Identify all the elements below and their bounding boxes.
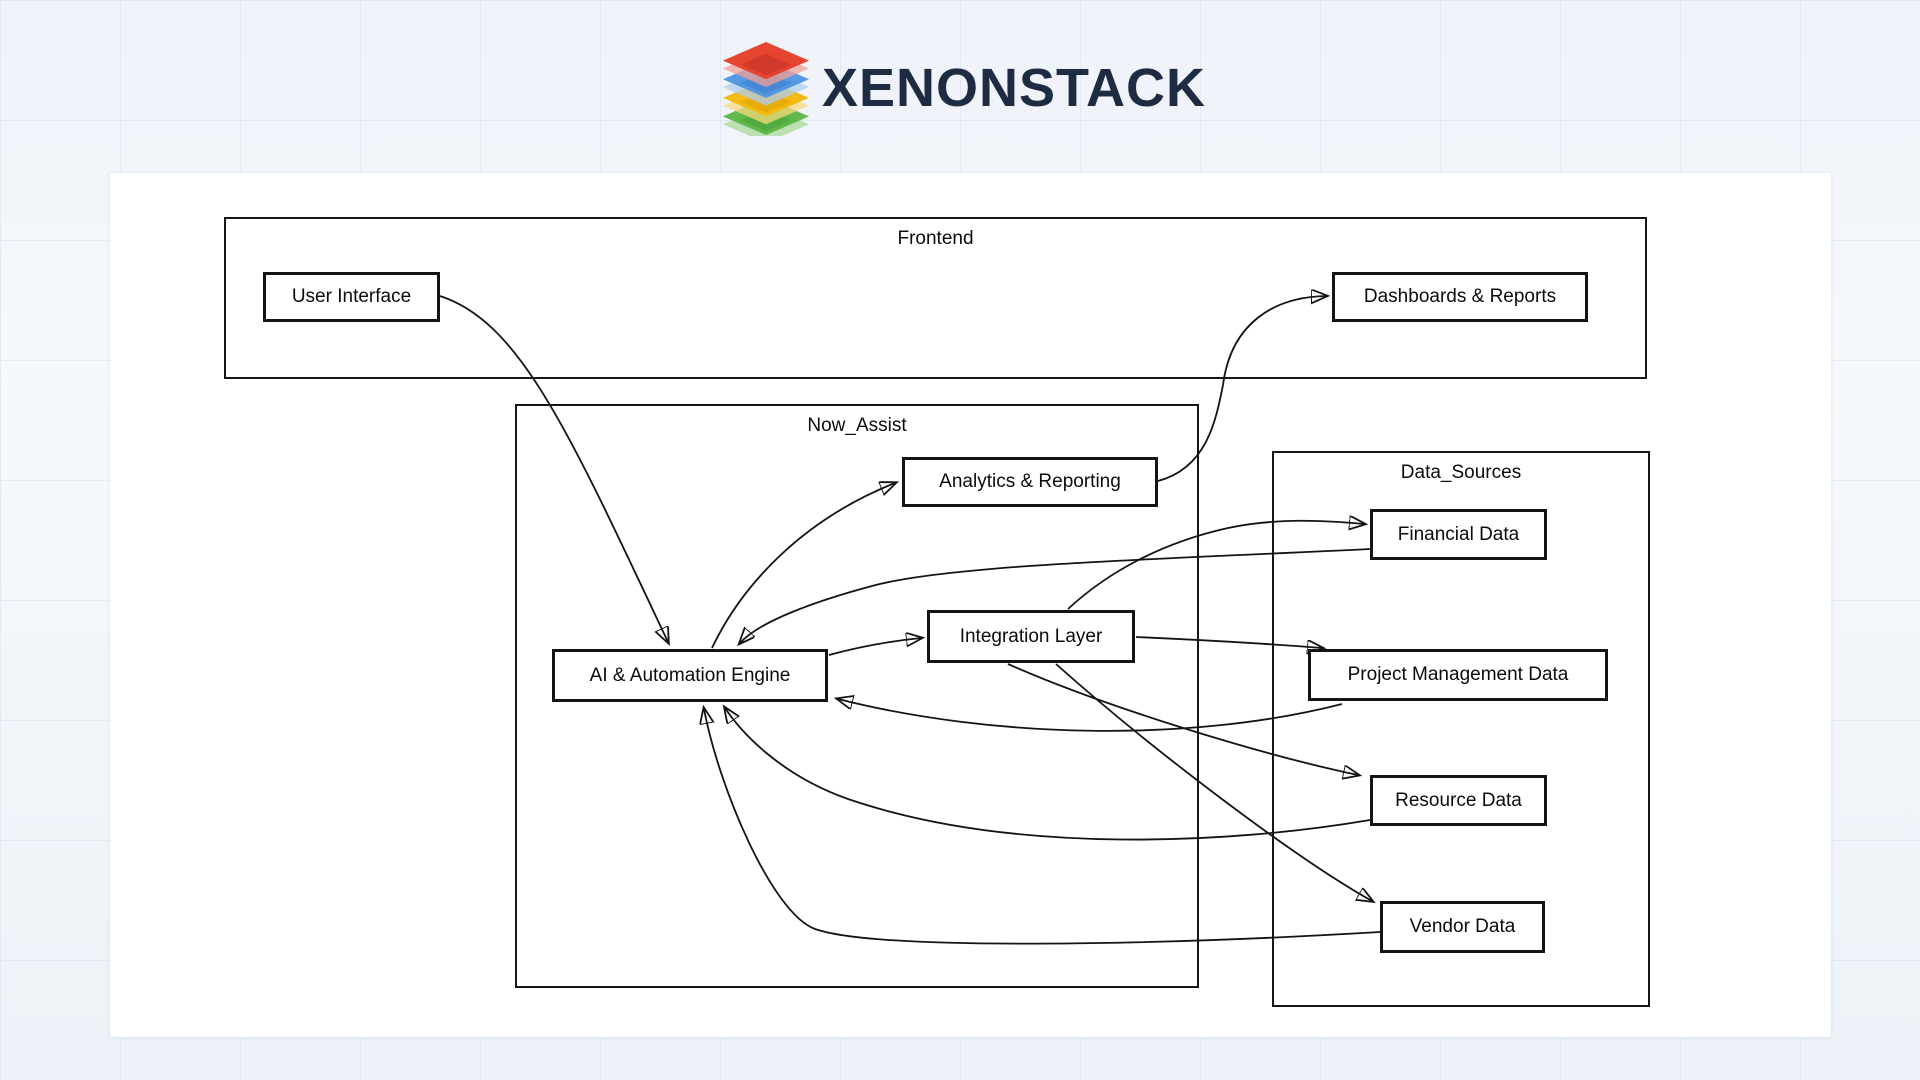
brand-header: XENONSTACK <box>0 0 1920 173</box>
node-project-management-data: Project Management Data <box>1308 649 1608 701</box>
node-vendor-data: Vendor Data <box>1380 901 1545 953</box>
node-user-interface: User Interface <box>263 272 440 322</box>
node-financial-data: Financial Data <box>1370 509 1547 560</box>
container-now-assist-label: Now_Assist <box>807 415 907 436</box>
brand-wordmark: XENONSTACK <box>822 58 1207 118</box>
xenonstack-layers-icon <box>722 42 810 136</box>
node-ai-automation-engine: AI & Automation Engine <box>552 649 828 702</box>
node-analytics-reporting: Analytics & Reporting <box>902 457 1158 507</box>
container-frontend: Frontend <box>224 217 1647 379</box>
node-integration-layer: Integration Layer <box>927 610 1135 663</box>
node-dashboards-reports: Dashboards & Reports <box>1332 272 1588 322</box>
container-frontend-label: Frontend <box>897 228 974 249</box>
container-data-sources-label: Data_Sources <box>1400 462 1522 483</box>
node-resource-data: Resource Data <box>1370 775 1547 826</box>
